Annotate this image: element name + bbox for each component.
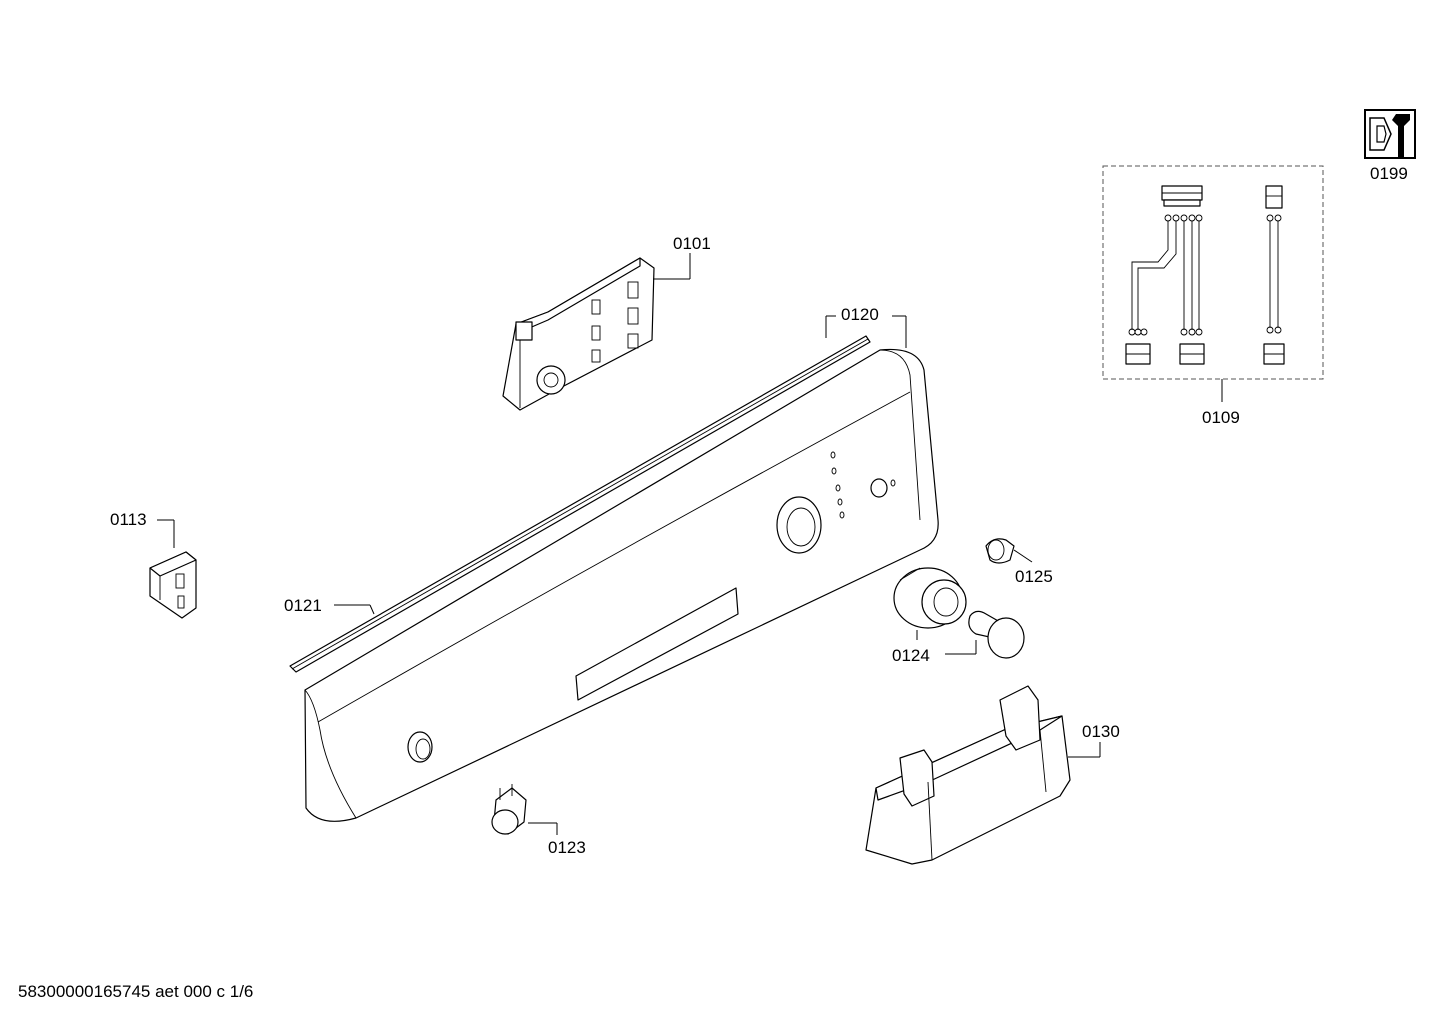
callout-0113: 0113: [110, 510, 147, 529]
rotary-knob: [893, 567, 1025, 659]
callout-0109: 0109: [1202, 408, 1240, 427]
push-button: [491, 784, 558, 835]
callout-0130: 0130: [1082, 722, 1120, 741]
small-cap: [985, 538, 1033, 564]
mounting-clip: [149, 519, 197, 619]
callout-0199: 0199: [1370, 164, 1408, 183]
trim-strip: [289, 335, 871, 673]
callout-0125: 0125: [1015, 567, 1053, 586]
callout-0121: 0121: [284, 596, 322, 615]
wiring-harness-group: [1102, 165, 1324, 402]
nut-wrench-icon: [1364, 109, 1416, 159]
drawing-number: 58300000165745 aet 000 c 1/6: [18, 982, 254, 1001]
callout-0124: 0124: [892, 646, 930, 665]
front-panel: [304, 315, 939, 822]
callout-0123: 0123: [548, 838, 586, 857]
callout-0101: 0101: [673, 234, 711, 253]
callout-0120: 0120: [841, 305, 879, 324]
cover-housing: [865, 685, 1101, 865]
control-module: [502, 253, 691, 411]
